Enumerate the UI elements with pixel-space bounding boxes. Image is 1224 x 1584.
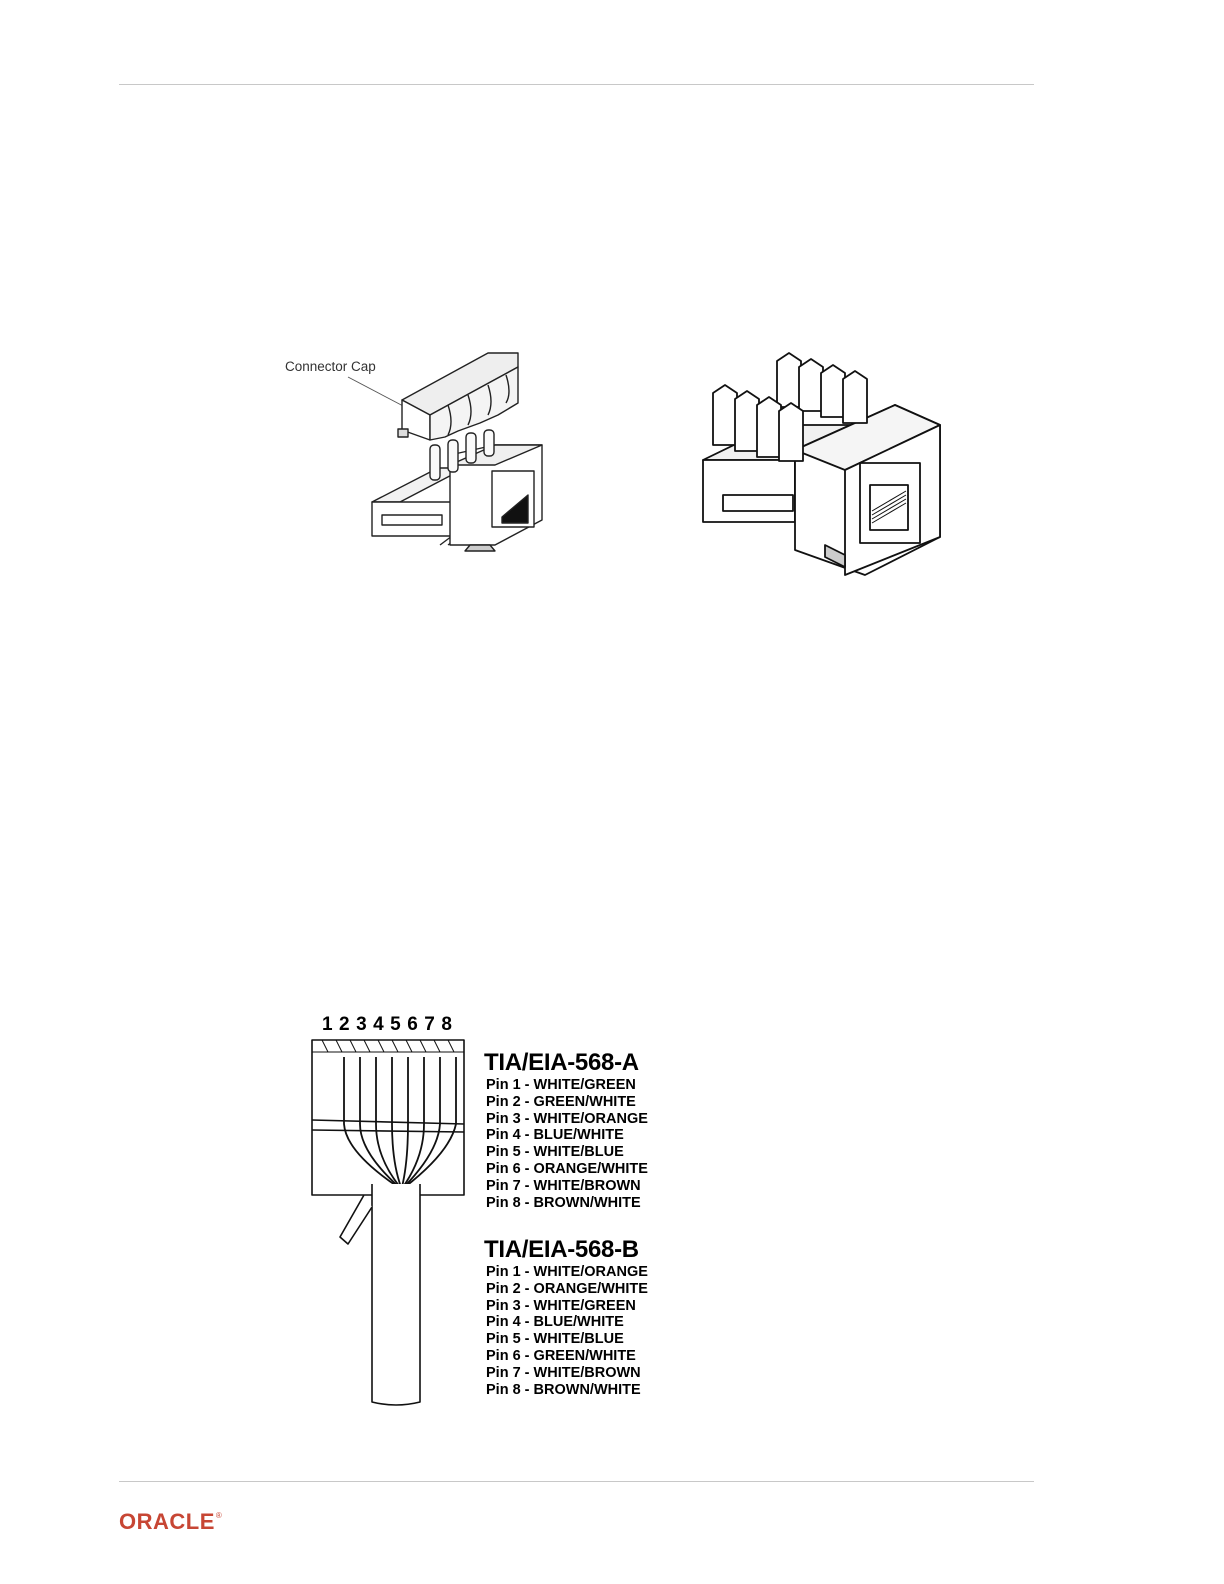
- pin-entry: Pin 1 - WHITE/GREEN: [486, 1077, 636, 1093]
- rj45-cable: [339, 1184, 421, 1406]
- pin-entry: Pin 3 - WHITE/ORANGE: [486, 1110, 648, 1127]
- pin-entry: Pin 2 - GREEN/WHITE: [486, 1093, 636, 1110]
- idc-tower-front: [712, 384, 804, 462]
- keystone-jack-body: [371, 429, 543, 552]
- rj45-plug-body: [311, 1039, 465, 1196]
- idc-tower-rear: [776, 352, 868, 424]
- pin-entry: Pin 3 - WHITE/GREEN: [486, 1297, 636, 1314]
- pin-entry: Pin 6 - GREEN/WHITE: [486, 1347, 636, 1364]
- pin-entry: Pin 1 - WHITE/ORANGE: [486, 1264, 648, 1280]
- standard-568a: TIA/EIA-568-A Pin 1 - WHITE/GREEN Pin 2 …: [484, 1049, 648, 1211]
- pin-number-row: 1 2 3 4 5 6 7 8: [322, 1014, 453, 1035]
- oracle-logo: ORACLE®: [119, 1509, 222, 1535]
- keystone-jack-assembled-figure: [702, 352, 941, 576]
- pin-entry: Pin 2 - ORANGE/WHITE: [486, 1280, 648, 1297]
- pin-entry: Pin 7 - WHITE/BROWN: [486, 1364, 641, 1381]
- pin-entry: Pin 4 - BLUE/WHITE: [486, 1314, 624, 1331]
- standard-568b-pin-list: Pin 1 - WHITE/ORANGE Pin 2 - ORANGE/WHIT…: [484, 1264, 648, 1398]
- standard-568a-title: TIA/EIA-568-A: [484, 1049, 639, 1076]
- pin-entry: Pin 5 - WHITE/BLUE: [486, 1144, 624, 1161]
- connector-cap: [397, 352, 519, 441]
- oracle-logo-text: ORACLE: [119, 1509, 215, 1534]
- rj45-plug-figure: [311, 1039, 465, 1406]
- pin-entry: Pin 8 - BROWN/WHITE: [486, 1194, 641, 1211]
- header-rule: [119, 84, 1034, 85]
- footer-rule: [119, 1481, 1034, 1482]
- standard-568b-title: TIA/EIA-568-B: [484, 1236, 639, 1263]
- registered-mark: ®: [215, 1511, 223, 1520]
- keystone-jack-exploded-figure: Connector Cap: [285, 352, 543, 552]
- pin-entry: Pin 6 - ORANGE/WHITE: [486, 1160, 648, 1177]
- pin-entry: Pin 7 - WHITE/BROWN: [486, 1177, 641, 1194]
- connector-cap-label: Connector Cap: [285, 359, 376, 374]
- pin-entry: Pin 4 - BLUE/WHITE: [486, 1127, 624, 1144]
- standard-568a-pin-list: Pin 1 - WHITE/GREEN Pin 2 - GREEN/WHITE …: [484, 1077, 648, 1211]
- rj45-contact-wires: [343, 1057, 457, 1188]
- standard-568b: TIA/EIA-568-B Pin 1 - WHITE/ORANGE Pin 2…: [484, 1236, 648, 1398]
- pin-entry: Pin 5 - WHITE/BLUE: [486, 1331, 624, 1348]
- pin-entry: Pin 8 - BROWN/WHITE: [486, 1381, 641, 1398]
